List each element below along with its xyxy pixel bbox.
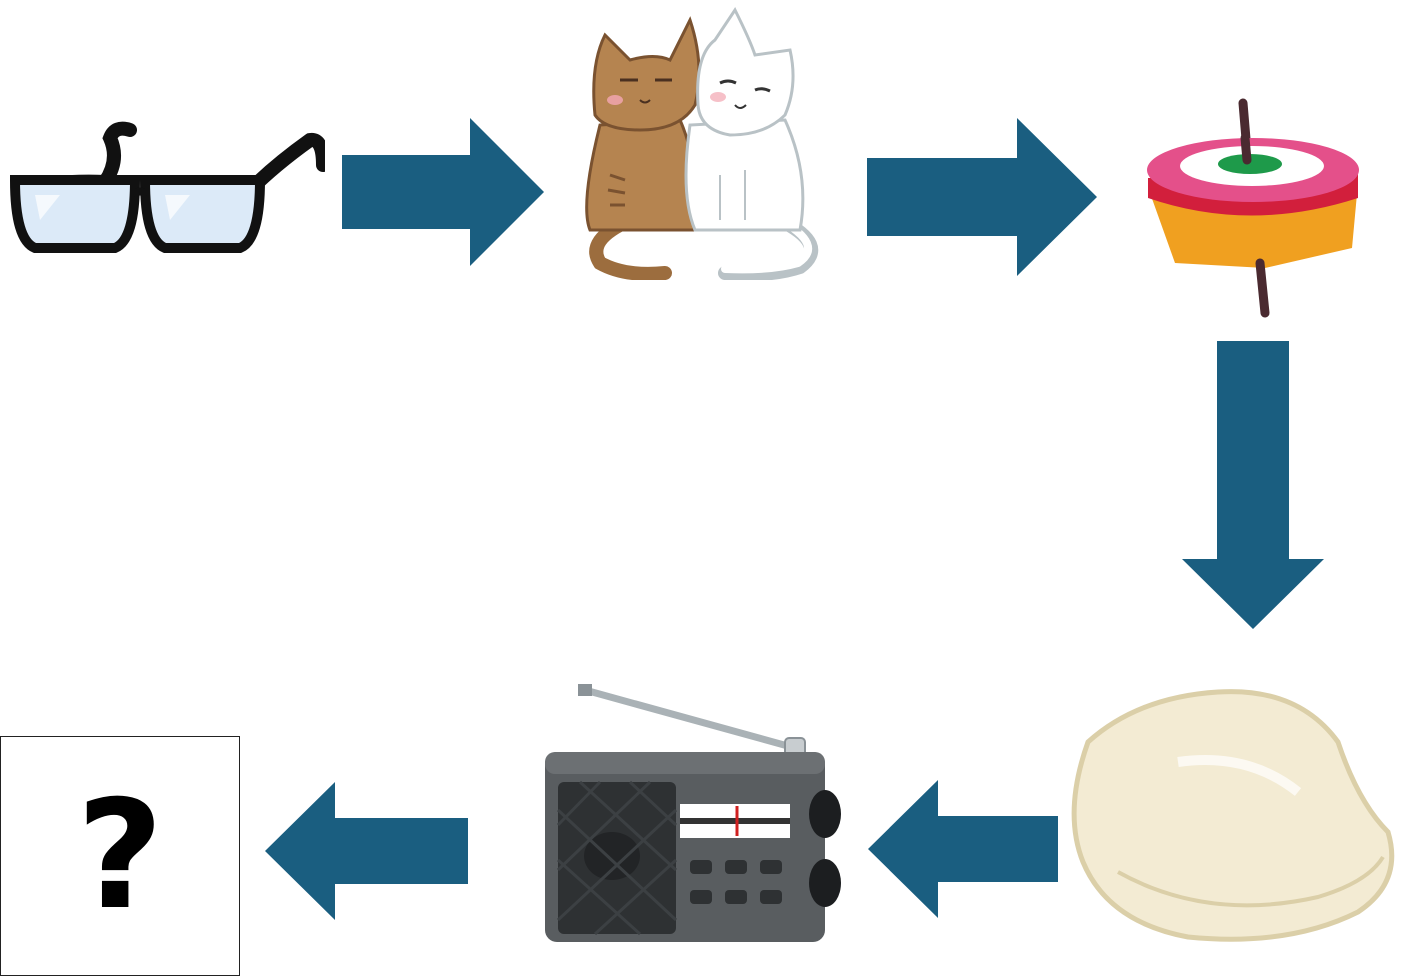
arrow-right-1	[342, 118, 544, 266]
arrow-left-2	[265, 782, 468, 920]
cats-icon	[570, 5, 825, 280]
arrow-down	[1182, 341, 1324, 629]
question-mark: ?	[76, 781, 163, 931]
spinning-top-icon	[1140, 98, 1365, 318]
radio-icon	[540, 680, 845, 945]
unknown-answer-box: ?	[0, 736, 240, 976]
arrow-right-2	[867, 118, 1097, 276]
arrow-left-1	[868, 780, 1058, 918]
pillow-icon	[1058, 682, 1400, 947]
glasses-icon	[5, 120, 325, 260]
